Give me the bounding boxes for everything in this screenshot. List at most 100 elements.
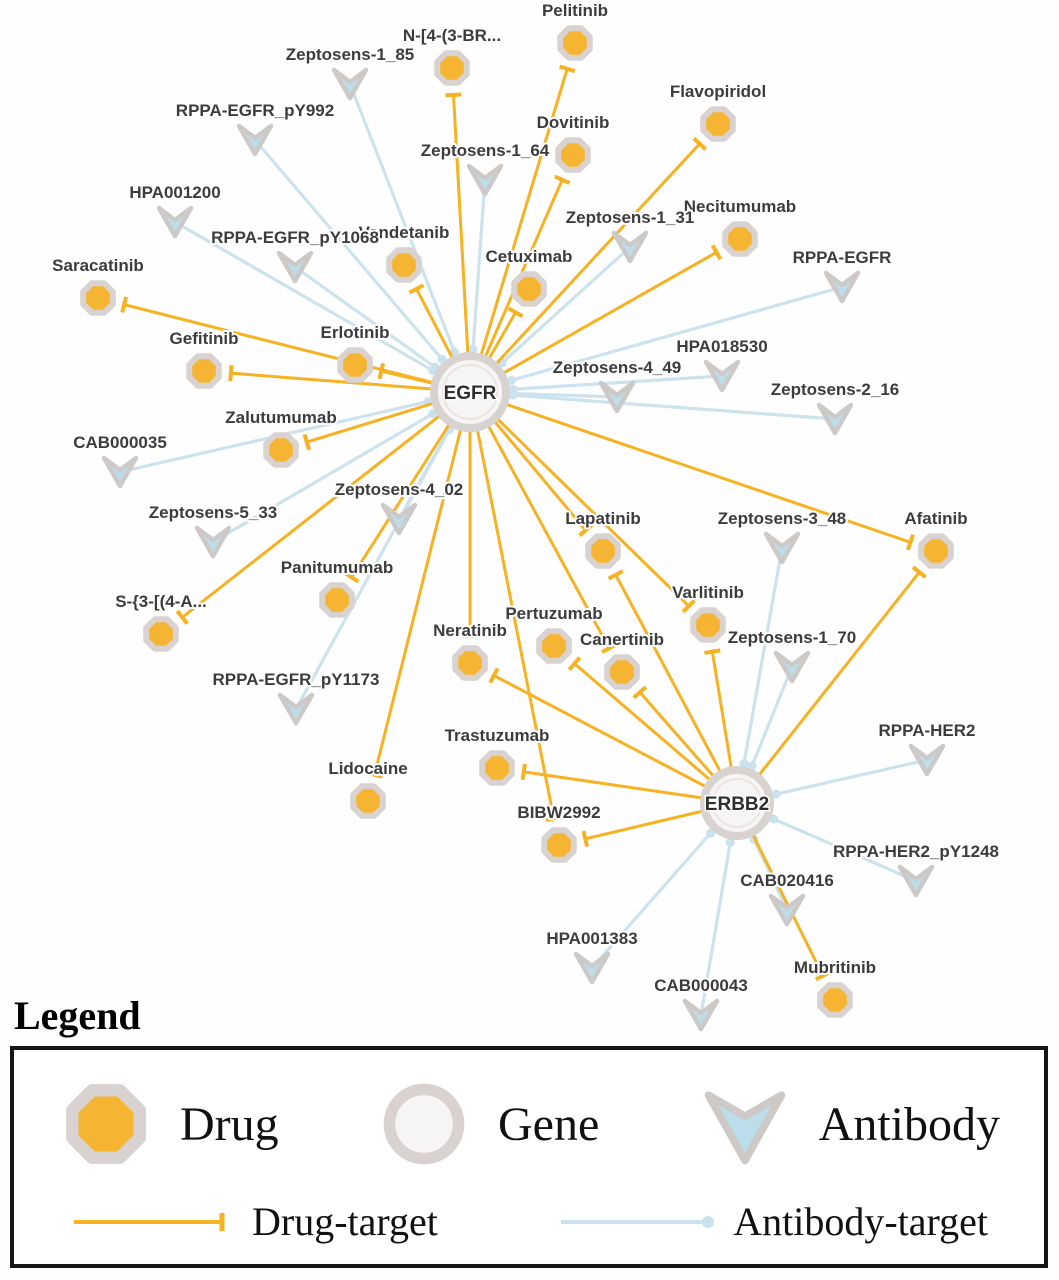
node-rppa-her2[interactable] bbox=[908, 743, 946, 777]
node-canertinib[interactable] bbox=[604, 654, 640, 690]
antibody-target-edge bbox=[497, 245, 632, 368]
gene-circle-icon bbox=[383, 1083, 465, 1165]
antibody-node-label: Zeptosens-1_70 bbox=[728, 628, 857, 647]
antibody-target-edge bbox=[699, 837, 735, 1016]
legend-title: Legend bbox=[14, 993, 141, 1038]
node-flavopiridol[interactable] bbox=[700, 106, 736, 142]
node-zeptosens-1_64[interactable] bbox=[466, 163, 504, 197]
drug-node-label: Saracatinib bbox=[52, 256, 144, 275]
drug-node-label: Pelitinib bbox=[542, 1, 608, 20]
drug-target-edge bbox=[469, 390, 915, 551]
node-bibw2992[interactable] bbox=[541, 827, 577, 863]
node-rppa-egfr_py992[interactable] bbox=[236, 123, 274, 157]
antibody-node-label: CAB020416 bbox=[740, 871, 834, 890]
node-hpa001200[interactable] bbox=[156, 205, 194, 239]
node-n43br[interactable] bbox=[434, 50, 470, 86]
legend-item-drug-edge: Drug-target bbox=[70, 1198, 438, 1245]
antibody-node-label: Zeptosens-5_33 bbox=[149, 503, 278, 522]
legend-drug-edge-label: Drug-target bbox=[252, 1199, 438, 1244]
legend-item-antibody-edge: Antibody-target bbox=[559, 1198, 988, 1245]
drug-target-edge bbox=[469, 244, 723, 394]
node-saracatinib[interactable] bbox=[80, 280, 116, 316]
antibody-node-label: Zeptosens-4_49 bbox=[553, 358, 682, 377]
drug-node-label: Mubritinib bbox=[794, 958, 876, 977]
antibody-target-edge bbox=[468, 179, 487, 354]
node-rppa-egfr_py1173[interactable] bbox=[277, 692, 315, 726]
legend-edges-row: Drug-target Antibody-target bbox=[58, 1198, 1000, 1245]
antibody-target-edge bbox=[253, 138, 447, 364]
node-s34a[interactable] bbox=[143, 616, 179, 652]
node-rppa-her2_py1248[interactable] bbox=[897, 864, 935, 898]
drug-node-label: Zalutumumab bbox=[225, 408, 336, 427]
node-hpa018530[interactable] bbox=[703, 359, 741, 393]
drug-target-edge bbox=[468, 391, 563, 823]
antibody-node-label: RPPA-EGFR bbox=[793, 248, 892, 267]
node-egfr[interactable] bbox=[430, 352, 510, 432]
antibody-node-label: Zeptosens-1_64 bbox=[421, 141, 550, 160]
drug-target-edge bbox=[488, 667, 738, 805]
node-pertuzumab[interactable] bbox=[536, 628, 572, 664]
node-trastuzumab[interactable] bbox=[479, 750, 515, 786]
node-afatinib[interactable] bbox=[918, 533, 954, 569]
legend-gene-label: Gene bbox=[498, 1097, 600, 1151]
antibody-target-edge bbox=[771, 758, 928, 799]
drug-target-edge bbox=[462, 392, 478, 638]
antibody-target-edge bbox=[508, 390, 836, 421]
drug-target-edge bbox=[468, 64, 576, 393]
node-necitumumab[interactable] bbox=[722, 221, 758, 257]
antibody-node-label: RPPA-EGFR_pY992 bbox=[176, 101, 334, 120]
node-vandetanib[interactable] bbox=[386, 247, 422, 283]
antibody-node-label: Zeptosens-1_85 bbox=[286, 45, 415, 64]
node-cetuximab[interactable] bbox=[511, 271, 547, 307]
node-cab000043[interactable] bbox=[682, 998, 720, 1032]
drug-octagon-icon bbox=[66, 1084, 146, 1164]
antibody-target-edge bbox=[749, 834, 789, 911]
node-mubritinib[interactable] bbox=[817, 982, 853, 1018]
antibody-node-label: Zeptosens-3_48 bbox=[718, 509, 847, 528]
node-zeptosens-4_02[interactable] bbox=[380, 502, 418, 536]
node-zeptosens-1_31[interactable] bbox=[611, 230, 649, 264]
node-rppa-egfr[interactable] bbox=[823, 270, 861, 304]
node-dovitinib[interactable] bbox=[555, 137, 591, 173]
node-cab000035[interactable] bbox=[101, 455, 139, 489]
node-zeptosens-1_70[interactable] bbox=[773, 650, 811, 684]
node-gefitinib[interactable] bbox=[186, 353, 222, 389]
node-zeptosens-4_49[interactable] bbox=[598, 380, 636, 414]
node-cab020416[interactable] bbox=[768, 893, 806, 927]
node-zeptosens-3_48[interactable] bbox=[763, 531, 801, 565]
drug-target-edge bbox=[445, 92, 472, 393]
node-erbb2[interactable] bbox=[700, 766, 774, 840]
drug-node-label: N-[4-(3-BR... bbox=[403, 26, 501, 45]
node-erlotinib[interactable] bbox=[337, 347, 373, 383]
antibody-target-edge bbox=[739, 547, 784, 769]
node-pelitinib[interactable] bbox=[557, 25, 593, 61]
antibody-node-label: CAB000035 bbox=[73, 433, 167, 452]
node-lapatinib[interactable] bbox=[585, 533, 621, 569]
node-neratinib[interactable] bbox=[452, 645, 488, 681]
drug-target-edge-icon bbox=[74, 1212, 225, 1231]
node-varlitinib[interactable] bbox=[690, 607, 726, 643]
drug-target-edge bbox=[735, 565, 927, 804]
drug-node-label: Afatinib bbox=[904, 509, 967, 528]
node-hpa001383[interactable] bbox=[573, 951, 611, 985]
node-lidocaine[interactable] bbox=[350, 783, 386, 819]
legend-item-gene: Gene bbox=[376, 1076, 599, 1172]
drug-target-edge bbox=[468, 136, 707, 394]
antibody-node-label: RPPA-EGFR_pY1068 bbox=[211, 228, 379, 247]
legend-antibody-edge-label: Antibody-target bbox=[733, 1199, 988, 1244]
node-zeptosens-5_33[interactable] bbox=[194, 525, 232, 559]
antibody-target-edge bbox=[590, 828, 716, 970]
node-zeptosens-2_16[interactable] bbox=[816, 402, 854, 436]
antibody-target-edge bbox=[747, 666, 794, 771]
antibody-node-label: HPA018530 bbox=[676, 337, 767, 356]
node-panitumumab[interactable] bbox=[319, 582, 355, 618]
antibody-node-label: RPPA-EGFR_pY1173 bbox=[213, 670, 380, 689]
node-zeptosens-1_85[interactable] bbox=[331, 67, 369, 101]
labels-layer: EGFRERBB2PelitinibN-[4-(3-BR...Flavopiri… bbox=[50, 0, 1001, 997]
node-rppa-egfr_py1068[interactable] bbox=[276, 250, 314, 284]
antibody-node-label: Zeptosens-2_16 bbox=[771, 380, 900, 399]
antibody-target-edge bbox=[769, 814, 917, 883]
antibody-target-edge-icon bbox=[561, 1215, 715, 1228]
node-zalutumumab[interactable] bbox=[263, 432, 299, 468]
drug-node-label: Necitumumab bbox=[684, 197, 796, 216]
